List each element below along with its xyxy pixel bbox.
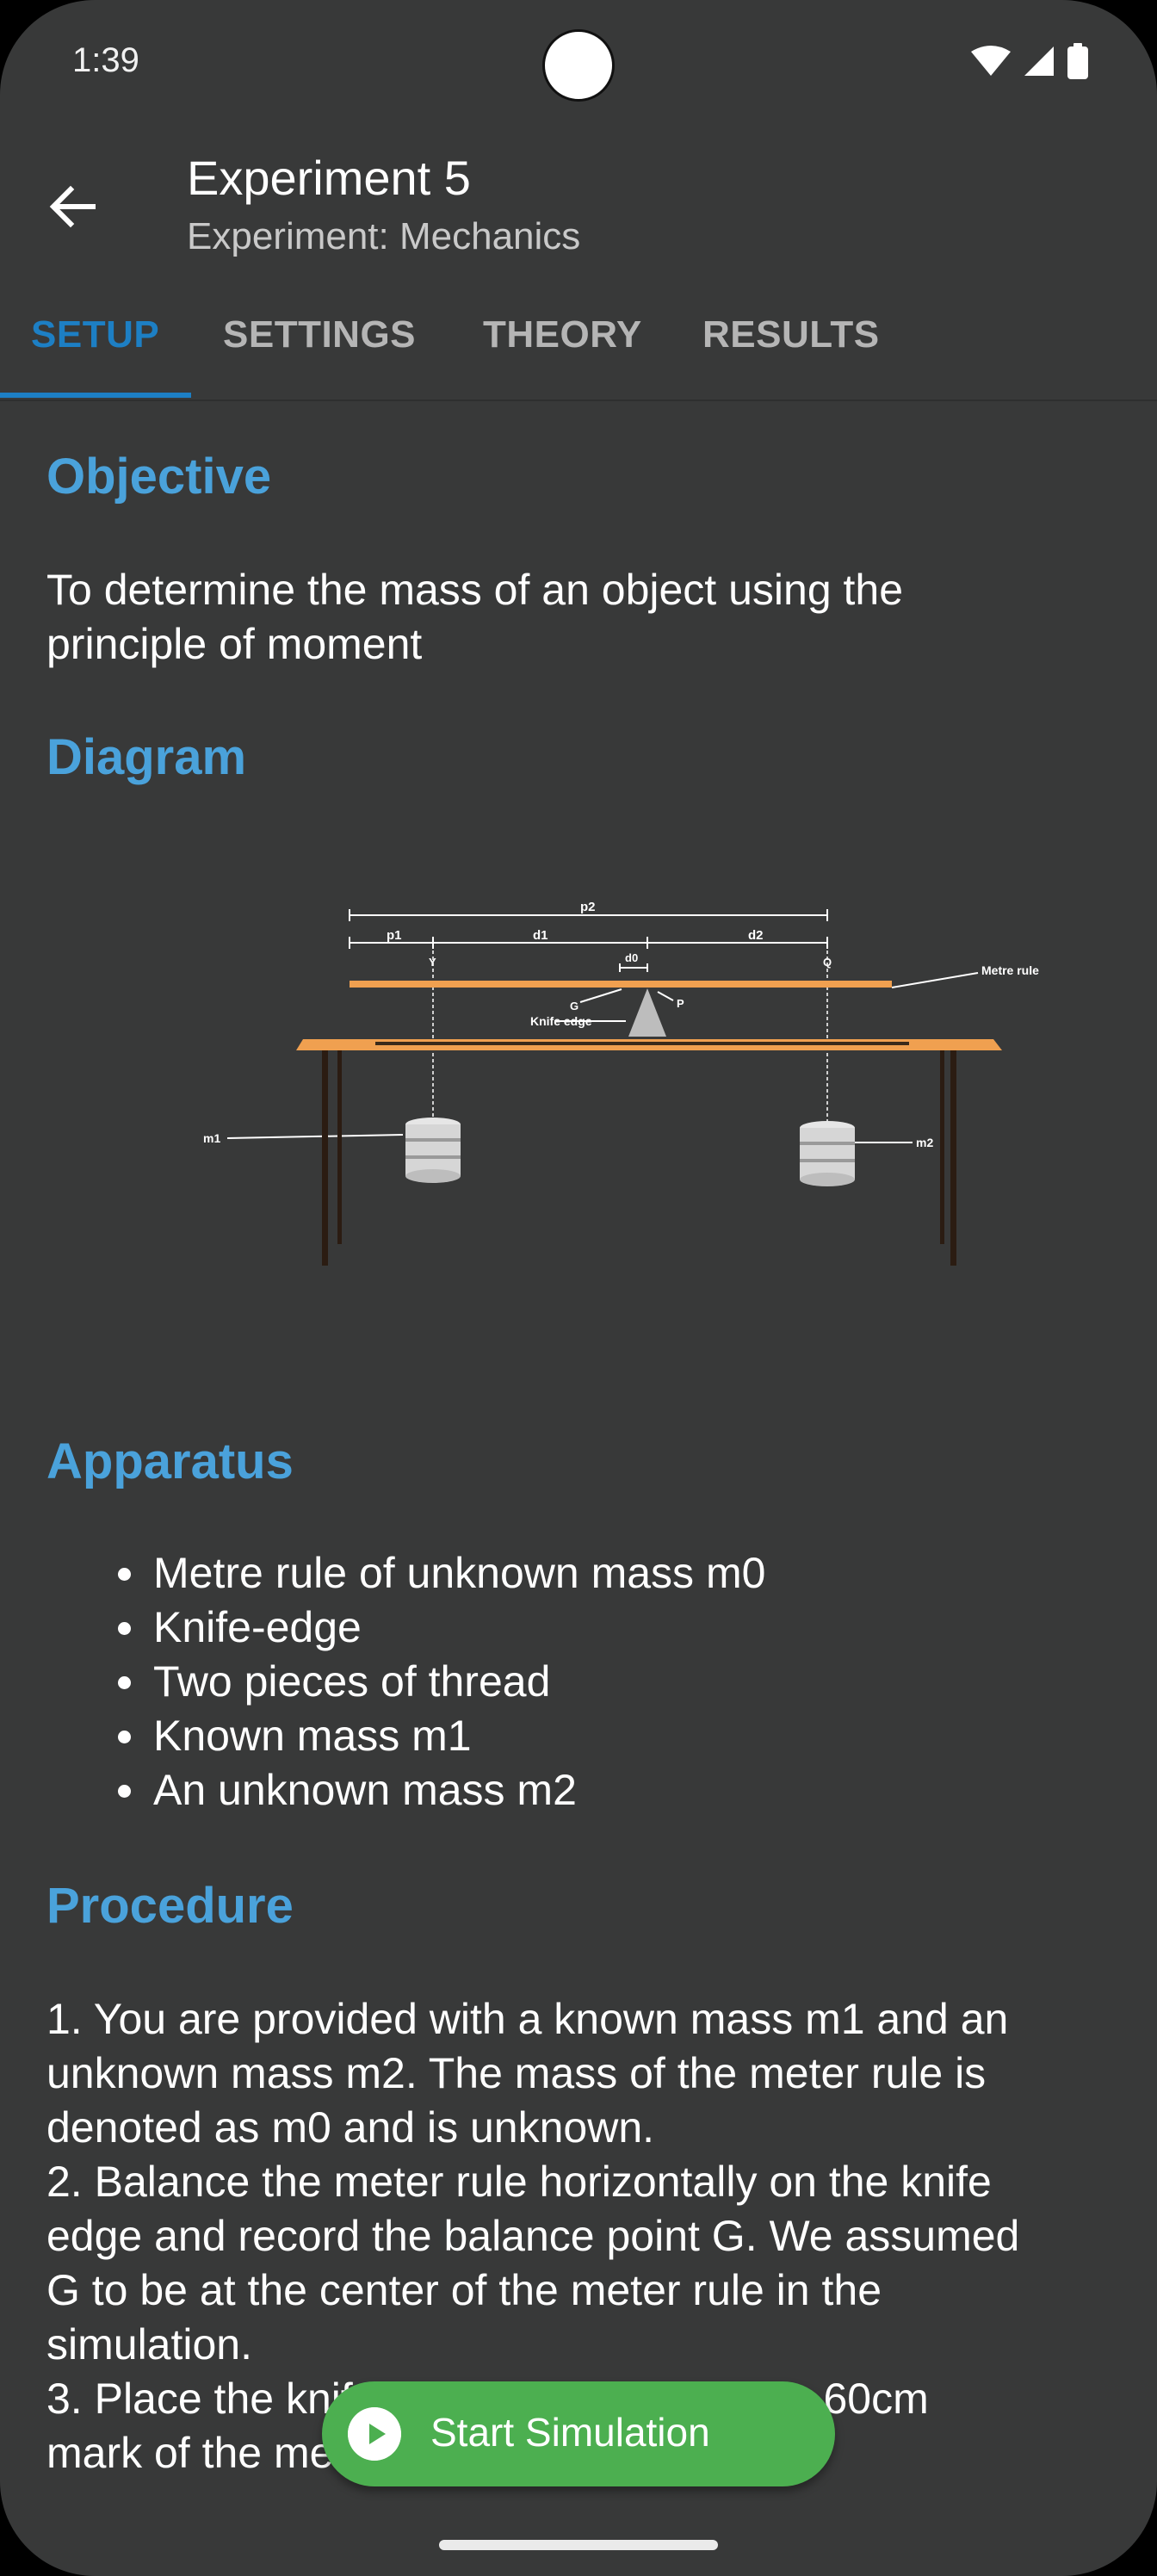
procedure-line: edge and record the balance point G. We …	[46, 2212, 1020, 2260]
objective-text-line-1: To determine the mass of an object using…	[46, 566, 904, 614]
status-time: 1:39	[72, 41, 139, 79]
wifi-icon	[971, 46, 1011, 76]
apparatus-item: Two pieces of thread	[150, 1655, 765, 1709]
label-d0: d0	[625, 951, 638, 964]
label-p: P	[677, 997, 684, 1010]
mass-m1	[405, 1118, 461, 1183]
cell-signal-icon	[1024, 46, 1054, 76]
label-knife-edge: Knife edge	[530, 1014, 592, 1028]
objective-text-line-2: principle of moment	[46, 620, 423, 668]
tab-indicator	[0, 393, 191, 398]
apparatus-list: Metre rule of unknown mass m0 Knife-edge…	[107, 1546, 765, 1817]
apparatus-heading: Apparatus	[46, 1434, 294, 1489]
play-circle-icon	[348, 2407, 401, 2461]
procedure-line: unknown mass m2. The mass of the meter r…	[46, 2049, 987, 2097]
status-bar: 1:39	[0, 0, 1157, 129]
label-m2: m2	[916, 1136, 933, 1149]
label-p2: p2	[580, 900, 596, 914]
tab-settings[interactable]: SETTINGS	[223, 313, 417, 356]
label-p1: p1	[387, 928, 402, 943]
diagram-heading: Diagram	[46, 729, 247, 785]
front-camera	[542, 29, 615, 102]
knife-edge	[628, 988, 666, 1037]
apparatus-item: Known mass m1	[150, 1709, 765, 1763]
arrow-back-icon[interactable]	[45, 179, 100, 234]
tab-setup[interactable]: SETUP	[31, 313, 160, 356]
start-simulation-label: Start Simulation	[430, 2410, 710, 2455]
label-q: Q	[823, 956, 832, 969]
page-subtitle: Experiment: Mechanics	[187, 215, 581, 257]
label-metre-rule: Metre rule	[981, 963, 1039, 977]
label-y: Y	[429, 956, 436, 969]
label-m1: m1	[203, 1131, 220, 1145]
label-d1: d1	[533, 928, 548, 943]
apparatus-item: An unknown mass m2	[150, 1763, 765, 1817]
battery-icon	[1067, 43, 1088, 79]
tab-theory[interactable]: THEORY	[483, 313, 642, 356]
start-simulation-button[interactable]: Start Simulation	[322, 2381, 835, 2486]
procedure-line: 1. You are provided with a known mass m1…	[46, 1995, 1009, 2043]
experiment-diagram-drawing: p2 p1 d1 d2 d0 Y Q G P Metre rule Knife …	[203, 900, 1039, 1266]
home-indicator[interactable]	[439, 2540, 718, 2550]
setup-content[interactable]: Objective To determine the mass of an ob…	[46, 399, 1111, 2492]
procedure-line: 2. Balance the meter rule horizontally o…	[46, 2158, 992, 2206]
tab-bar: SETUP SETTINGS THEORY RESULTS	[0, 303, 1157, 401]
apparatus-item: Metre rule of unknown mass m0	[150, 1546, 765, 1601]
page-title: Experiment 5	[187, 151, 471, 205]
procedure-heading: Procedure	[46, 1878, 294, 1934]
metre-rule	[350, 981, 892, 988]
tab-results[interactable]: RESULTS	[702, 313, 880, 356]
procedure-line: denoted as m0 and is unknown.	[46, 2103, 655, 2152]
objective-heading: Objective	[46, 449, 272, 505]
label-d2: d2	[748, 928, 764, 943]
label-g: G	[570, 1000, 578, 1012]
app-bar: Experiment 5 Experiment: Mechanics	[0, 129, 1157, 267]
system-icons	[971, 43, 1088, 79]
mass-m2	[800, 1121, 855, 1186]
procedure-line: G to be at the center of the meter rule …	[46, 2266, 882, 2314]
procedure-line: simulation.	[46, 2320, 252, 2369]
apparatus-item: Knife-edge	[150, 1601, 765, 1655]
